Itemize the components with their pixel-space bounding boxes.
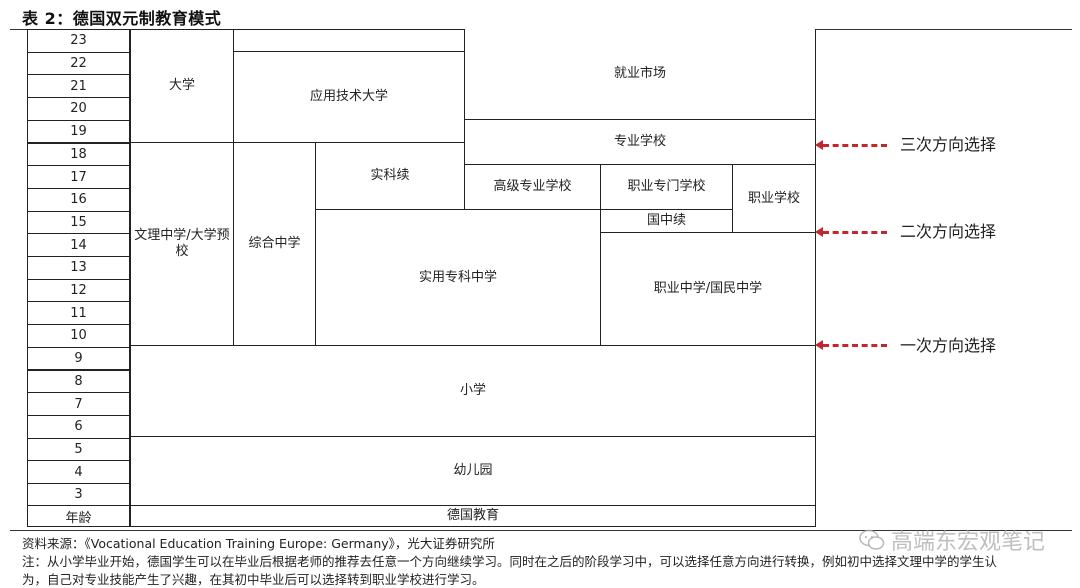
- cell-specialized-school: 专业学校: [464, 119, 816, 165]
- age-cell: 4: [27, 460, 130, 484]
- age-cell: 11: [27, 301, 130, 326]
- arrow-head-first: [815, 340, 823, 350]
- cell-applied-tech-university: 应用技术大学: [233, 51, 465, 143]
- cell-kindergarten: 幼儿园: [130, 436, 816, 506]
- age-cell: 13: [27, 256, 130, 280]
- age-cell: 5: [27, 437, 130, 462]
- age-cell: 18: [27, 142, 130, 167]
- note-line-2: 为，自己对专业技能产生了兴趣，在其初中毕业后可以选择转到职业学校进行学习。: [22, 572, 485, 587]
- age-cell: 8: [27, 369, 130, 394]
- bottom-rule: [10, 530, 1072, 531]
- cell-gymnasium-prep: 文理中学/大学预校: [130, 142, 234, 346]
- cell-vocational-national-middle: 职业中学/国民中学: [600, 232, 816, 346]
- age-cell: 12: [27, 278, 130, 303]
- label-second-choice: 二次方向选择: [900, 222, 997, 241]
- watermark-text: 高端东宏观笔记: [890, 530, 1045, 555]
- age-cell: 21: [27, 74, 130, 99]
- age-cell: 20: [27, 97, 130, 121]
- cell-vocational-school: 职业学校: [732, 164, 816, 233]
- age-cell: 9: [27, 346, 130, 371]
- age-cell: 23: [27, 29, 130, 53]
- cell-job-market: 就业市场: [464, 29, 816, 120]
- label-first-choice: 一次方向选择: [900, 336, 997, 355]
- page-title: 表 2：德国双元制教育模式: [22, 9, 222, 28]
- age-cell: 15: [27, 210, 130, 235]
- cell-university: 大学: [130, 29, 234, 143]
- age-cell: 6: [27, 414, 130, 439]
- age-cell: 19: [27, 119, 130, 144]
- age-cell: 16: [27, 187, 130, 212]
- age-cell: 22: [27, 51, 130, 76]
- cell-science-continuation: 实科续: [315, 142, 465, 210]
- cell-vocational-specialty: 职业专门学校: [600, 164, 733, 210]
- footer-germany-education: 德国教育: [130, 505, 816, 527]
- footer-age-label: 年龄: [27, 505, 130, 527]
- arrow-head-second: [815, 227, 823, 237]
- age-cell: 14: [27, 233, 130, 257]
- cell-advanced-specialized: 高级专业学校: [464, 164, 601, 210]
- arrow-head-third: [815, 140, 823, 150]
- age-cell: 10: [27, 324, 130, 348]
- source-text: 资料来源：《Vocational Education Training Euro…: [22, 536, 495, 551]
- cell-primary-school: 小学: [130, 345, 816, 437]
- age-cell: 7: [27, 392, 130, 416]
- label-third-choice: 三次方向选择: [900, 135, 997, 154]
- cell-practical-middle: 实用专科中学: [315, 209, 601, 346]
- arrow-first-choice: [823, 344, 887, 347]
- watermark: 高端东宏观笔记: [859, 524, 1045, 556]
- cell-national-middle-continuation: 国中续: [600, 209, 733, 233]
- wechat-icon: [859, 529, 885, 550]
- note-line-1: 注：从小学毕业开始，德国学生可以在毕业后根据老师的推荐去任意一个方向继续学习。同…: [22, 554, 998, 569]
- cell-comprehensive-middle: 综合中学: [233, 142, 316, 346]
- arrow-third-choice: [823, 144, 887, 147]
- age-cell: 17: [27, 165, 130, 189]
- age-cell: 3: [27, 483, 130, 507]
- arrow-second-choice: [823, 231, 887, 234]
